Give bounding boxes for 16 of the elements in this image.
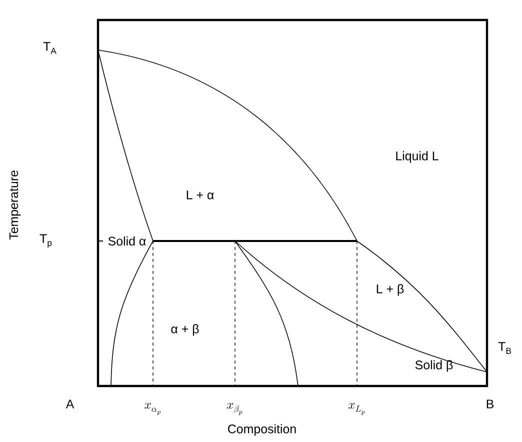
composition-label: $x_{\alpha_p}$ [144, 403, 160, 415]
axis-end-label: A [66, 400, 74, 408]
region-label: Liquid L [396, 151, 438, 163]
temperature-label: T$_{p}$ [40, 234, 52, 248]
region-label: L + β [376, 284, 404, 296]
axis-title: Temperature [9, 170, 21, 240]
region-label: L + α [186, 190, 214, 200]
axis-end-label: B [486, 400, 494, 408]
region-label: Solid α [108, 236, 146, 246]
composition-label: $x_{\beta_p}$ [227, 403, 242, 415]
temperature-label: T$_{A}$ [43, 42, 56, 54]
axis-title: Composition [228, 424, 296, 436]
region-label: Solid β [415, 360, 453, 372]
temperature-label: T$_{B}$ [498, 342, 511, 354]
region-label: α + β [171, 324, 199, 336]
composition-label: $x_{L_p}$ [348, 403, 365, 415]
